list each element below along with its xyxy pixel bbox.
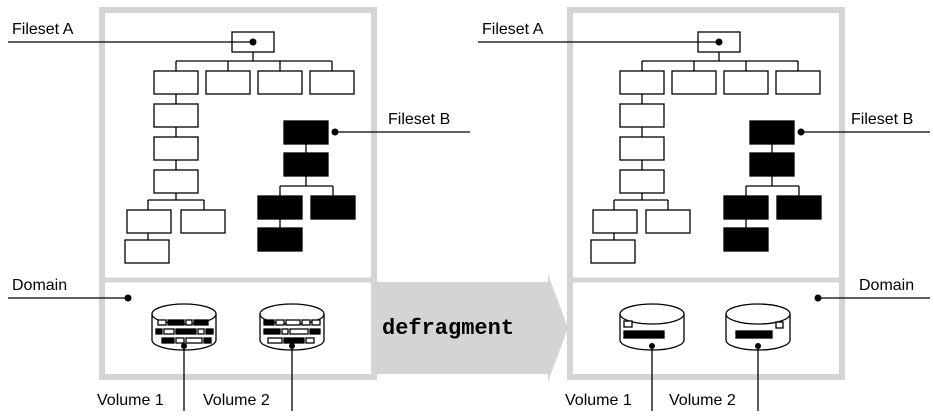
right-fileset-a-node [619, 136, 665, 161]
left-fileset-a-node [309, 70, 355, 95]
right-fileset-a-node [590, 239, 636, 264]
left-domain-pointer-dot [124, 294, 132, 302]
right-volume-1-pointer-dot [649, 343, 655, 349]
left-volume-2-label: Volume 2 [203, 392, 270, 409]
left-fileset-b-node [283, 120, 329, 145]
right-domain-label: Domain [859, 277, 914, 294]
left-fileset-a-node [153, 103, 199, 128]
left-fileset-b-node [283, 152, 329, 177]
left-domain-frame [99, 7, 377, 380]
right-fileset-a-node [671, 70, 717, 95]
right-volume-1-disk [619, 303, 685, 351]
defragment-label: defragment [382, 316, 514, 341]
left-fileset-a-node [205, 70, 251, 95]
left-panel: Fileset A Fileset B Domain [8, 7, 470, 411]
right-fileset-a-node [619, 70, 665, 95]
right-fileset-a-label: Fileset A [482, 21, 544, 38]
right-fileset-a-node [775, 70, 821, 95]
right-fileset-a-node [723, 70, 769, 95]
right-volume-2-disk [725, 303, 791, 351]
left-fileset-b-node [257, 195, 303, 220]
left-fileset-b-node [310, 195, 356, 220]
right-volume-1-label: Volume 1 [565, 392, 632, 409]
left-volume-2-pointer-dot [289, 343, 295, 349]
left-fileset-a-node [153, 169, 199, 194]
left-fileset-a-node [257, 70, 303, 95]
left-volume-1-pointer-dot [181, 343, 187, 349]
left-volume-2-disk [259, 303, 325, 351]
right-fileset-a-node [592, 209, 638, 234]
left-fileset-a-node [124, 239, 170, 264]
left-fileset-a-node [126, 209, 172, 234]
right-domain-frame [567, 7, 845, 380]
left-fileset-b-label: Fileset B [388, 111, 450, 128]
left-domain-label: Domain [12, 277, 67, 294]
right-fileset-a-tree [590, 31, 821, 264]
right-fileset-b-node [723, 195, 769, 220]
left-fileset-b-pointer-dot [331, 128, 339, 136]
left-fileset-b-node [257, 227, 303, 252]
right-panel: Fileset A Fileset B Domain [478, 7, 930, 411]
right-fileset-a-node [645, 209, 691, 234]
right-fileset-b-tree [723, 120, 822, 252]
right-fileset-b-pointer-dot [797, 128, 805, 136]
right-fileset-b-node [776, 195, 822, 220]
defragment-arrow: defragment [374, 274, 568, 382]
right-fileset-b-label: Fileset B [851, 111, 913, 128]
left-fileset-a-node [153, 136, 199, 161]
left-fileset-a-node [180, 209, 226, 234]
right-fileset-b-node [723, 227, 769, 252]
right-fileset-b-node [749, 152, 795, 177]
right-fileset-b-node [749, 120, 795, 145]
right-fileset-a-node [619, 103, 665, 128]
right-volume-2-pointer-dot [755, 343, 761, 349]
right-domain-pointer-dot [814, 294, 822, 302]
left-fileset-a-label: Fileset A [12, 21, 74, 38]
left-fileset-a-tree [124, 31, 355, 264]
right-volume-2-label: Volume 2 [669, 392, 736, 409]
left-volume-1-disk [151, 303, 217, 351]
left-fileset-a-node [153, 70, 199, 95]
right-fileset-a-node [619, 169, 665, 194]
left-fileset-b-tree [257, 120, 356, 252]
left-volume-1-label: Volume 1 [97, 392, 164, 409]
